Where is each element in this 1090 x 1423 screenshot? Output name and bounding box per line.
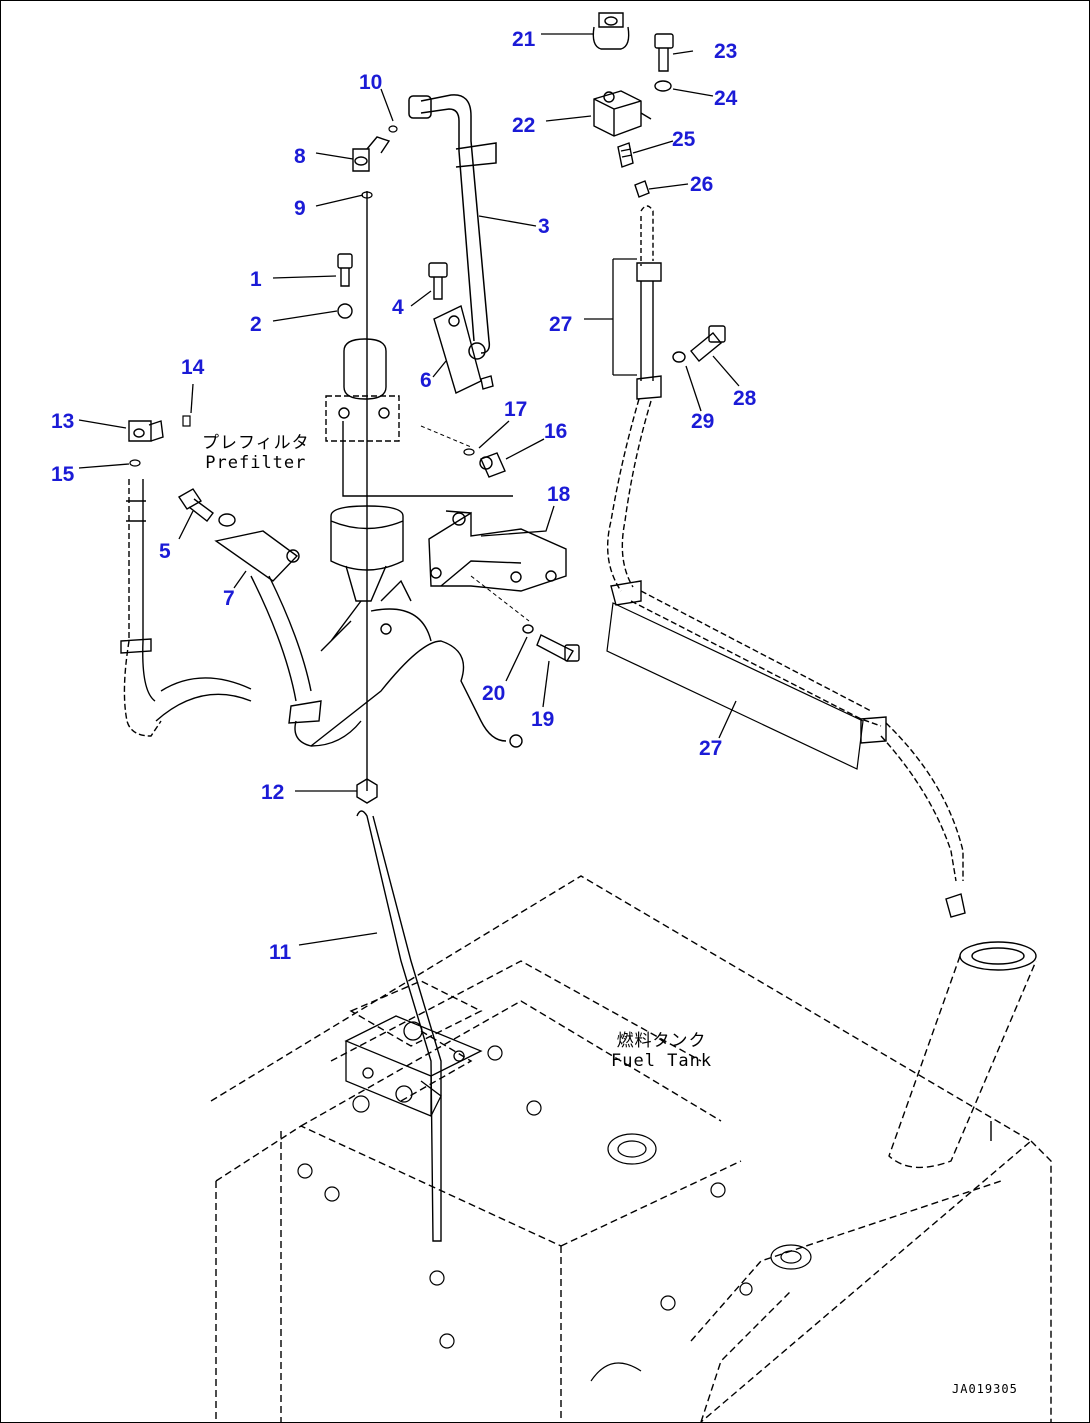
block-22 (593, 90, 652, 137)
prefilter-label-en: Prefilter (205, 452, 307, 473)
callout-25: 25 (672, 128, 696, 151)
callout-29: 29 (691, 410, 715, 433)
hose-7 (214, 530, 523, 748)
callout-27-lower: 27 (699, 737, 723, 760)
callout-3: 3 (538, 215, 550, 238)
bolt-1 (337, 253, 353, 287)
tube-27 (606, 205, 966, 918)
drawing-code: JA019305 (952, 1382, 1018, 1396)
elbow-8 (352, 136, 391, 172)
fuel-tank-label-en: Fuel Tank (611, 1050, 713, 1071)
sensor-21 (592, 12, 630, 50)
bolt-4 (428, 262, 448, 300)
fuel-tank-label: 燃料タンク Fuel Tank (611, 1031, 713, 1071)
callout-10: 10 (359, 71, 383, 94)
callout-1: 1 (250, 268, 262, 291)
callout-15: 15 (51, 463, 75, 486)
bolt-5 (178, 488, 214, 522)
callout-16: 16 (544, 420, 568, 443)
callout-14: 14 (181, 356, 205, 379)
bolt-19 (536, 634, 580, 662)
pipe-11 (356, 810, 442, 1242)
callout-23: 23 (714, 40, 738, 63)
callout-28: 28 (733, 387, 757, 410)
callout-7: 7 (223, 587, 235, 610)
tank-bracket (344, 1015, 483, 1117)
callout-27-upper: 27 (549, 313, 573, 336)
callout-12: 12 (261, 781, 285, 804)
bracket-6 (433, 305, 494, 394)
callout-21: 21 (512, 28, 536, 51)
callout-9: 9 (294, 197, 306, 220)
elbow-13 (128, 420, 164, 442)
bolt-28 (690, 325, 726, 362)
filler-neck (888, 941, 1037, 1169)
callout-26: 26 (690, 173, 714, 196)
callout-18: 18 (547, 483, 571, 506)
callout-17: 17 (504, 398, 528, 421)
hose-3 (408, 94, 497, 360)
callout-22: 22 (512, 114, 536, 137)
bracket-18 (428, 510, 567, 592)
bolt-16 (479, 452, 506, 478)
prefilter-label-jp: プレフィルタ (202, 433, 310, 453)
fuel-tank-label-jp: 燃料タンク (616, 1031, 707, 1051)
callout-2: 2 (250, 313, 262, 336)
fuel-tank-outline (210, 875, 1052, 1422)
fitting-25 (617, 142, 634, 168)
leader-lines (78, 33, 740, 946)
callout-8: 8 (294, 145, 306, 168)
prefilter-assembly (325, 191, 513, 791)
callout-19: 19 (531, 708, 555, 731)
bolt-23 (654, 33, 674, 72)
callout-13: 13 (51, 410, 75, 433)
callout-5: 5 (159, 540, 171, 563)
prefilter-label: プレフィルタ Prefilter (202, 433, 310, 473)
callout-6: 6 (420, 369, 432, 392)
left-hose (120, 479, 252, 737)
callout-20: 20 (482, 682, 506, 705)
callout-4: 4 (392, 296, 404, 319)
callout-24: 24 (714, 87, 738, 110)
tank-bolts (297, 1045, 812, 1382)
callout-11: 11 (269, 941, 292, 964)
